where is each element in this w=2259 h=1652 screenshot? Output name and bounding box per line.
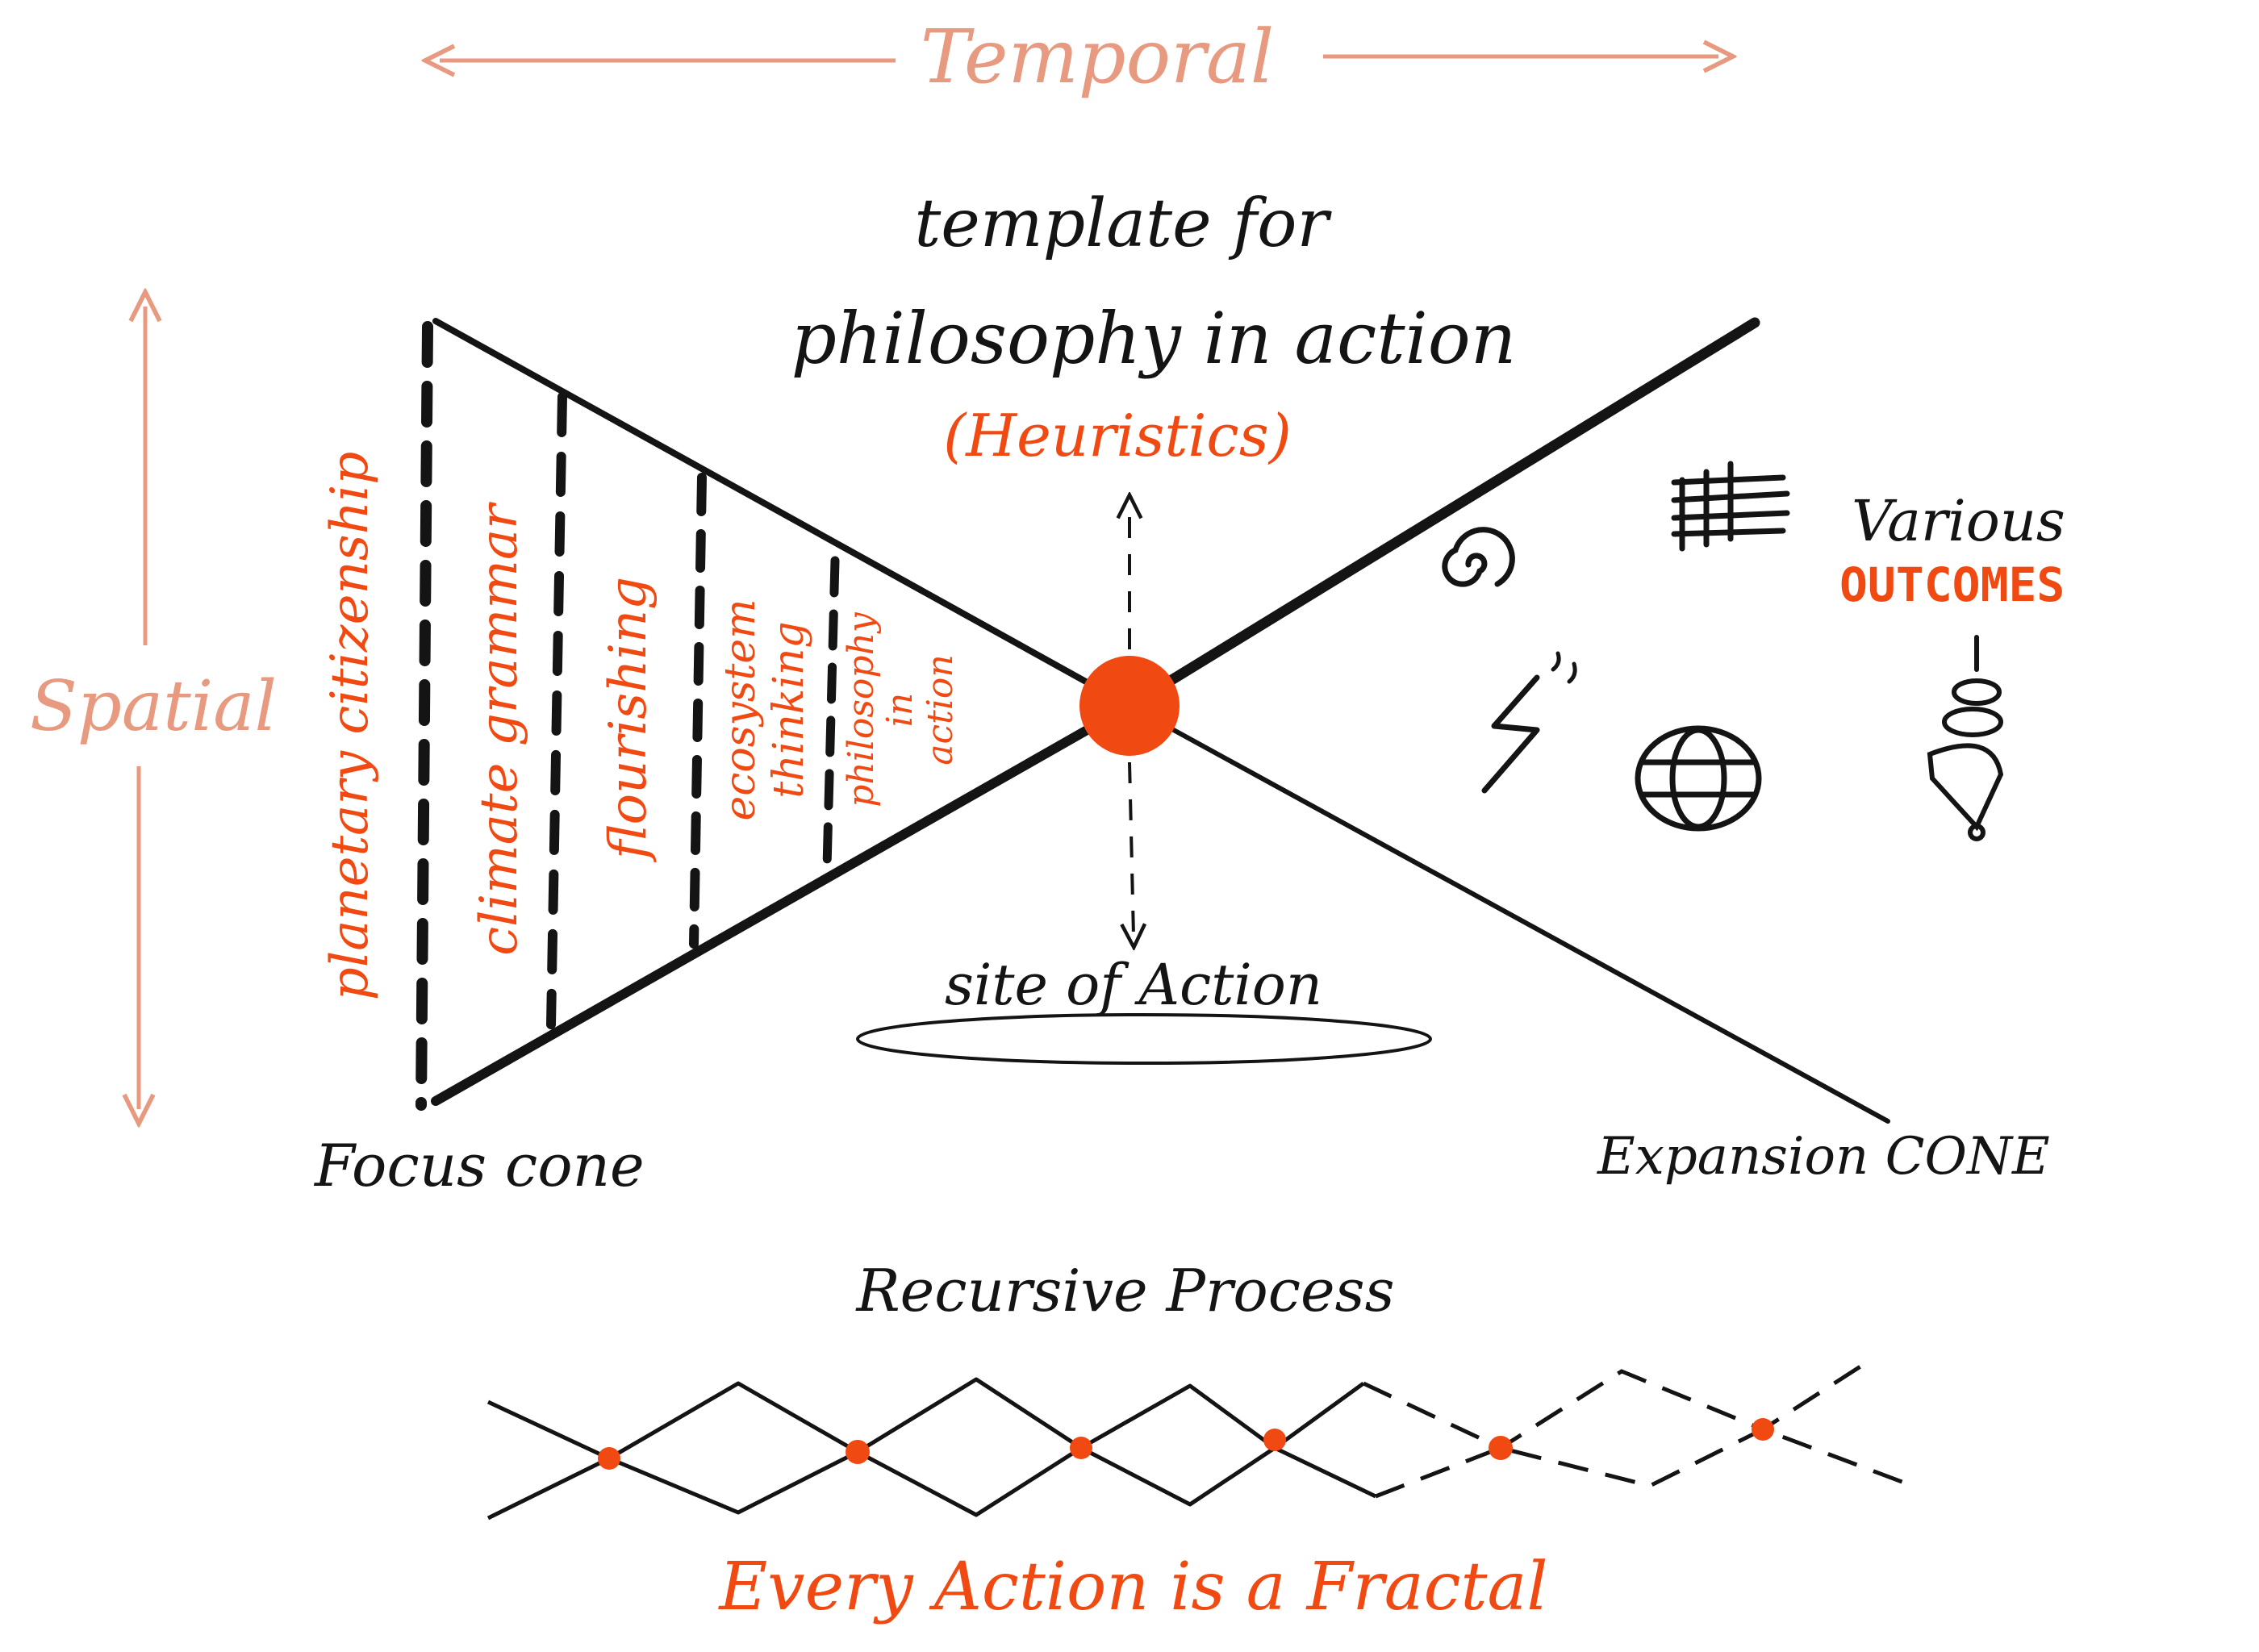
recursive-node	[846, 1440, 870, 1464]
outcomes-label: OUTCOMES	[1839, 557, 2065, 612]
title-block: template for philosophy in action (Heuri…	[791, 186, 1517, 469]
focus-cone-top-edge	[432, 318, 1133, 709]
spatial-label: Spatial	[30, 666, 277, 747]
recursive-node	[1752, 1418, 1774, 1441]
spiral-icon	[1442, 527, 1515, 587]
expansion-cone-label: Expansion CONE	[1597, 1127, 2050, 1187]
focus-cone-label: Focus cone	[313, 1132, 645, 1199]
temporal-label: Temporal	[921, 14, 1274, 100]
layer-label-philosophy-in-action-line1: philosophy	[841, 611, 882, 807]
recursive-node	[1489, 1436, 1513, 1460]
layer-label-philosophy-in-action-line3: action	[920, 654, 961, 765]
cones	[415, 317, 1890, 1124]
globe-icon	[1635, 725, 1762, 832]
recursive-nodes	[598, 1418, 1774, 1470]
fractal-caption: Every Action is a Fractal	[717, 1549, 1547, 1625]
layer-divider-1	[415, 321, 433, 1111]
site-of-action-label: site of Action	[945, 952, 1322, 1018]
focus-cone-bottom-edge	[431, 701, 1134, 1106]
title-line-1: template for	[914, 186, 1332, 262]
title-heuristics: (Heuristics)	[943, 402, 1292, 469]
site-of-action: site of Action	[856, 952, 1432, 1065]
layer-label-planetary-citizenship: planetary citizenship	[320, 452, 380, 1000]
action-node	[1079, 656, 1180, 756]
recursive-zigzag-solid	[486, 1377, 1377, 1521]
layer-label-ecosystem-thinking-line2: thinking	[765, 621, 813, 798]
lightning-icon	[1481, 651, 1577, 794]
various-label: Various	[1852, 488, 2065, 554]
expansion-cone-upper-edge	[1124, 317, 1760, 711]
layer-label-climate-grammar: climate grammar	[470, 502, 529, 956]
layer-label-flourishing: flourishing	[599, 577, 658, 862]
recursive-node	[1070, 1437, 1092, 1459]
focus-layers: planetary citizenship climate grammar fl…	[320, 452, 961, 1000]
recursive-process-label: Recursive Process	[854, 1257, 1394, 1325]
recursive-node	[598, 1447, 620, 1470]
recursive-node	[1263, 1429, 1286, 1451]
site-arrow-down	[1130, 761, 1134, 936]
layer-label-philosophy-in-action-line2: in	[879, 693, 921, 727]
layer-label-ecosystem-thinking-line1: ecosystem	[716, 599, 765, 821]
spinning-top-icon	[1927, 635, 2004, 841]
recursive-process: Recursive Process Every Action is a Frac…	[486, 1257, 1905, 1625]
hash-grid-icon	[1671, 461, 1790, 552]
expansion-cone-lower-edge	[1127, 703, 1890, 1124]
spatial-axis: Spatial	[30, 307, 277, 1109]
outcomes: Various OUTCOMES	[1442, 461, 2065, 841]
site-of-action-platform	[856, 1013, 1432, 1065]
layer-divider-2	[546, 392, 567, 1029]
layer-divider-3	[689, 473, 707, 949]
temporal-axis: Temporal	[440, 14, 1718, 100]
layer-divider-4	[822, 556, 840, 872]
title-line-2: philosophy in action	[791, 297, 1517, 380]
recursive-zigzag-dashed	[1362, 1357, 1905, 1499]
